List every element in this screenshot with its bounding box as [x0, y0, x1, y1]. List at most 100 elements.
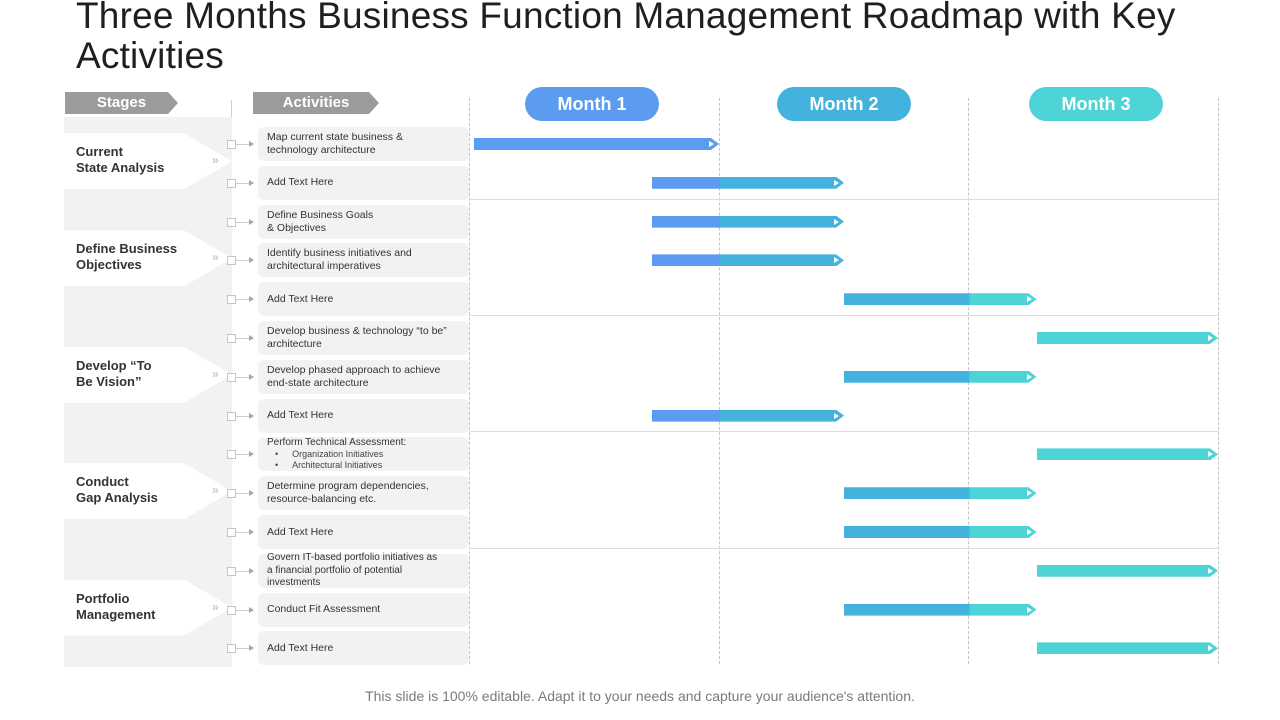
tree-branch — [231, 182, 253, 184]
stage-separator — [469, 547, 1219, 549]
arrow-right-icon — [249, 529, 254, 535]
stage-separator — [469, 198, 1219, 200]
double-chevron-icon: » — [212, 366, 219, 381]
activity-item: Define Business Goals & Objectives — [258, 204, 469, 239]
activity-item: Determine program dependencies, resource… — [258, 476, 469, 511]
arrow-right-icon — [249, 218, 254, 225]
activity-item: Develop phased approach to achieve end-s… — [258, 359, 469, 394]
gantt-bar — [652, 254, 845, 266]
bar-arrow-icon — [1026, 373, 1032, 380]
arrow-right-icon — [249, 606, 254, 613]
stage-separator — [469, 315, 1219, 316]
tree-branch — [231, 532, 253, 533]
tree-branch — [231, 221, 253, 223]
arrow-right-icon — [249, 412, 254, 419]
tree-node-box — [227, 178, 236, 188]
activity-text: Add Text Here — [267, 641, 334, 654]
bar-arrow-icon — [1208, 645, 1213, 652]
tree-node-box — [227, 295, 236, 305]
gantt-bar — [1037, 332, 1219, 344]
gantt-bar — [652, 216, 845, 228]
activity-text: Add Text Here — [267, 525, 334, 538]
activity-item: Map current state business & technology … — [258, 127, 469, 161]
tree-branch — [231, 376, 253, 378]
month-2-pill: Month 2 — [777, 87, 911, 121]
gantt-bar — [844, 604, 1037, 616]
gantt-bar — [844, 526, 1037, 538]
arrow-right-icon — [249, 451, 254, 458]
tree-branch — [231, 493, 253, 495]
stage-label: Portfolio Management — [76, 590, 156, 622]
activity-subitems: Organization InitiativesArchitectural In… — [267, 449, 406, 471]
tree-branch — [231, 144, 253, 145]
activity-text: Govern IT-based portfolio initiatives as… — [267, 552, 438, 589]
bar-arrow-icon — [1208, 451, 1213, 458]
tree-node-box — [227, 566, 236, 576]
bar-arrow-icon — [709, 141, 714, 147]
activity-text: Perform Technical Assessment: — [267, 437, 407, 449]
gantt-bar — [652, 410, 845, 422]
stage-label: Current State Analysis — [76, 144, 165, 176]
activity-item: Add Text Here — [258, 165, 469, 200]
month-3-pill: Month 3 — [1029, 87, 1163, 121]
arrow-right-icon — [249, 567, 254, 574]
activity-item: Add Text Here — [258, 515, 469, 549]
bar-arrow-icon — [1026, 296, 1032, 303]
tree-branch — [231, 260, 253, 262]
gantt-bar — [844, 371, 1037, 383]
double-chevron-icon: » — [212, 153, 219, 168]
activity-text: Map current state business & technology … — [267, 131, 403, 156]
bar-arrow-icon — [834, 179, 839, 186]
activity-text: Develop phased approach to achieve end-s… — [267, 363, 441, 389]
tree-branch — [231, 609, 253, 611]
tree-node-box — [227, 605, 236, 615]
arrow-right-icon — [249, 645, 254, 652]
tree-branch — [231, 338, 253, 339]
gantt-bar — [1037, 565, 1219, 577]
activity-item: Develop business & technology “to be” ar… — [258, 321, 469, 355]
tree-node-box — [227, 450, 236, 460]
bar-arrow-icon — [1026, 606, 1032, 613]
activity-item: Add Text Here — [258, 282, 469, 317]
bar-arrow-icon — [834, 257, 839, 264]
gantt-bar — [652, 177, 845, 189]
tree-node-box — [227, 411, 236, 421]
tree-node-box — [227, 334, 236, 343]
stage-label: Define Business Objectives — [76, 241, 178, 273]
arrow-right-icon — [249, 490, 254, 497]
gantt-bar — [1037, 642, 1219, 654]
tree-branch — [231, 299, 253, 301]
tree-branch — [231, 570, 253, 572]
activity-subitem: Architectural Initiatives — [292, 460, 406, 471]
activity-text: Define Business Goals & Objectives — [267, 208, 374, 234]
activities-header: Activities — [253, 92, 379, 114]
activity-text: Determine program dependencies, resource… — [267, 480, 429, 506]
footer-note: This slide is 100% editable. Adapt it to… — [365, 688, 915, 704]
tree-node-box — [227, 217, 236, 227]
arrow-right-icon — [249, 141, 254, 147]
month-divider — [469, 98, 470, 664]
bar-arrow-icon — [834, 412, 839, 419]
gantt-bar — [844, 487, 1037, 499]
tree-node-box — [227, 528, 236, 537]
bar-arrow-icon — [1208, 567, 1213, 574]
double-chevron-icon: » — [212, 483, 219, 498]
stage-label: Develop “To Be Vision” — [76, 357, 152, 389]
arrow-right-icon — [249, 296, 254, 303]
arrow-right-icon — [249, 257, 254, 264]
tree-node-box — [227, 140, 236, 149]
double-chevron-icon: » — [212, 599, 219, 614]
tree-node-box — [227, 489, 236, 499]
activity-text: Identify business initiatives and archit… — [267, 247, 412, 273]
activity-text: Add Text Here — [267, 292, 334, 305]
tree-node-box — [227, 256, 236, 266]
month-divider — [719, 98, 720, 664]
slide-title: Three Months Business Function Managemen… — [76, 0, 1176, 76]
stage-label: Conduct Gap Analysis — [76, 474, 158, 506]
activity-subitem: Organization Initiatives — [292, 449, 406, 460]
activity-item: Add Text Here — [258, 631, 469, 666]
activity-text: Add Text Here — [267, 409, 334, 422]
tree-node-box — [227, 372, 236, 382]
gantt-bar — [844, 293, 1037, 305]
activity-text: Conduct Fit Assessment — [267, 603, 381, 616]
